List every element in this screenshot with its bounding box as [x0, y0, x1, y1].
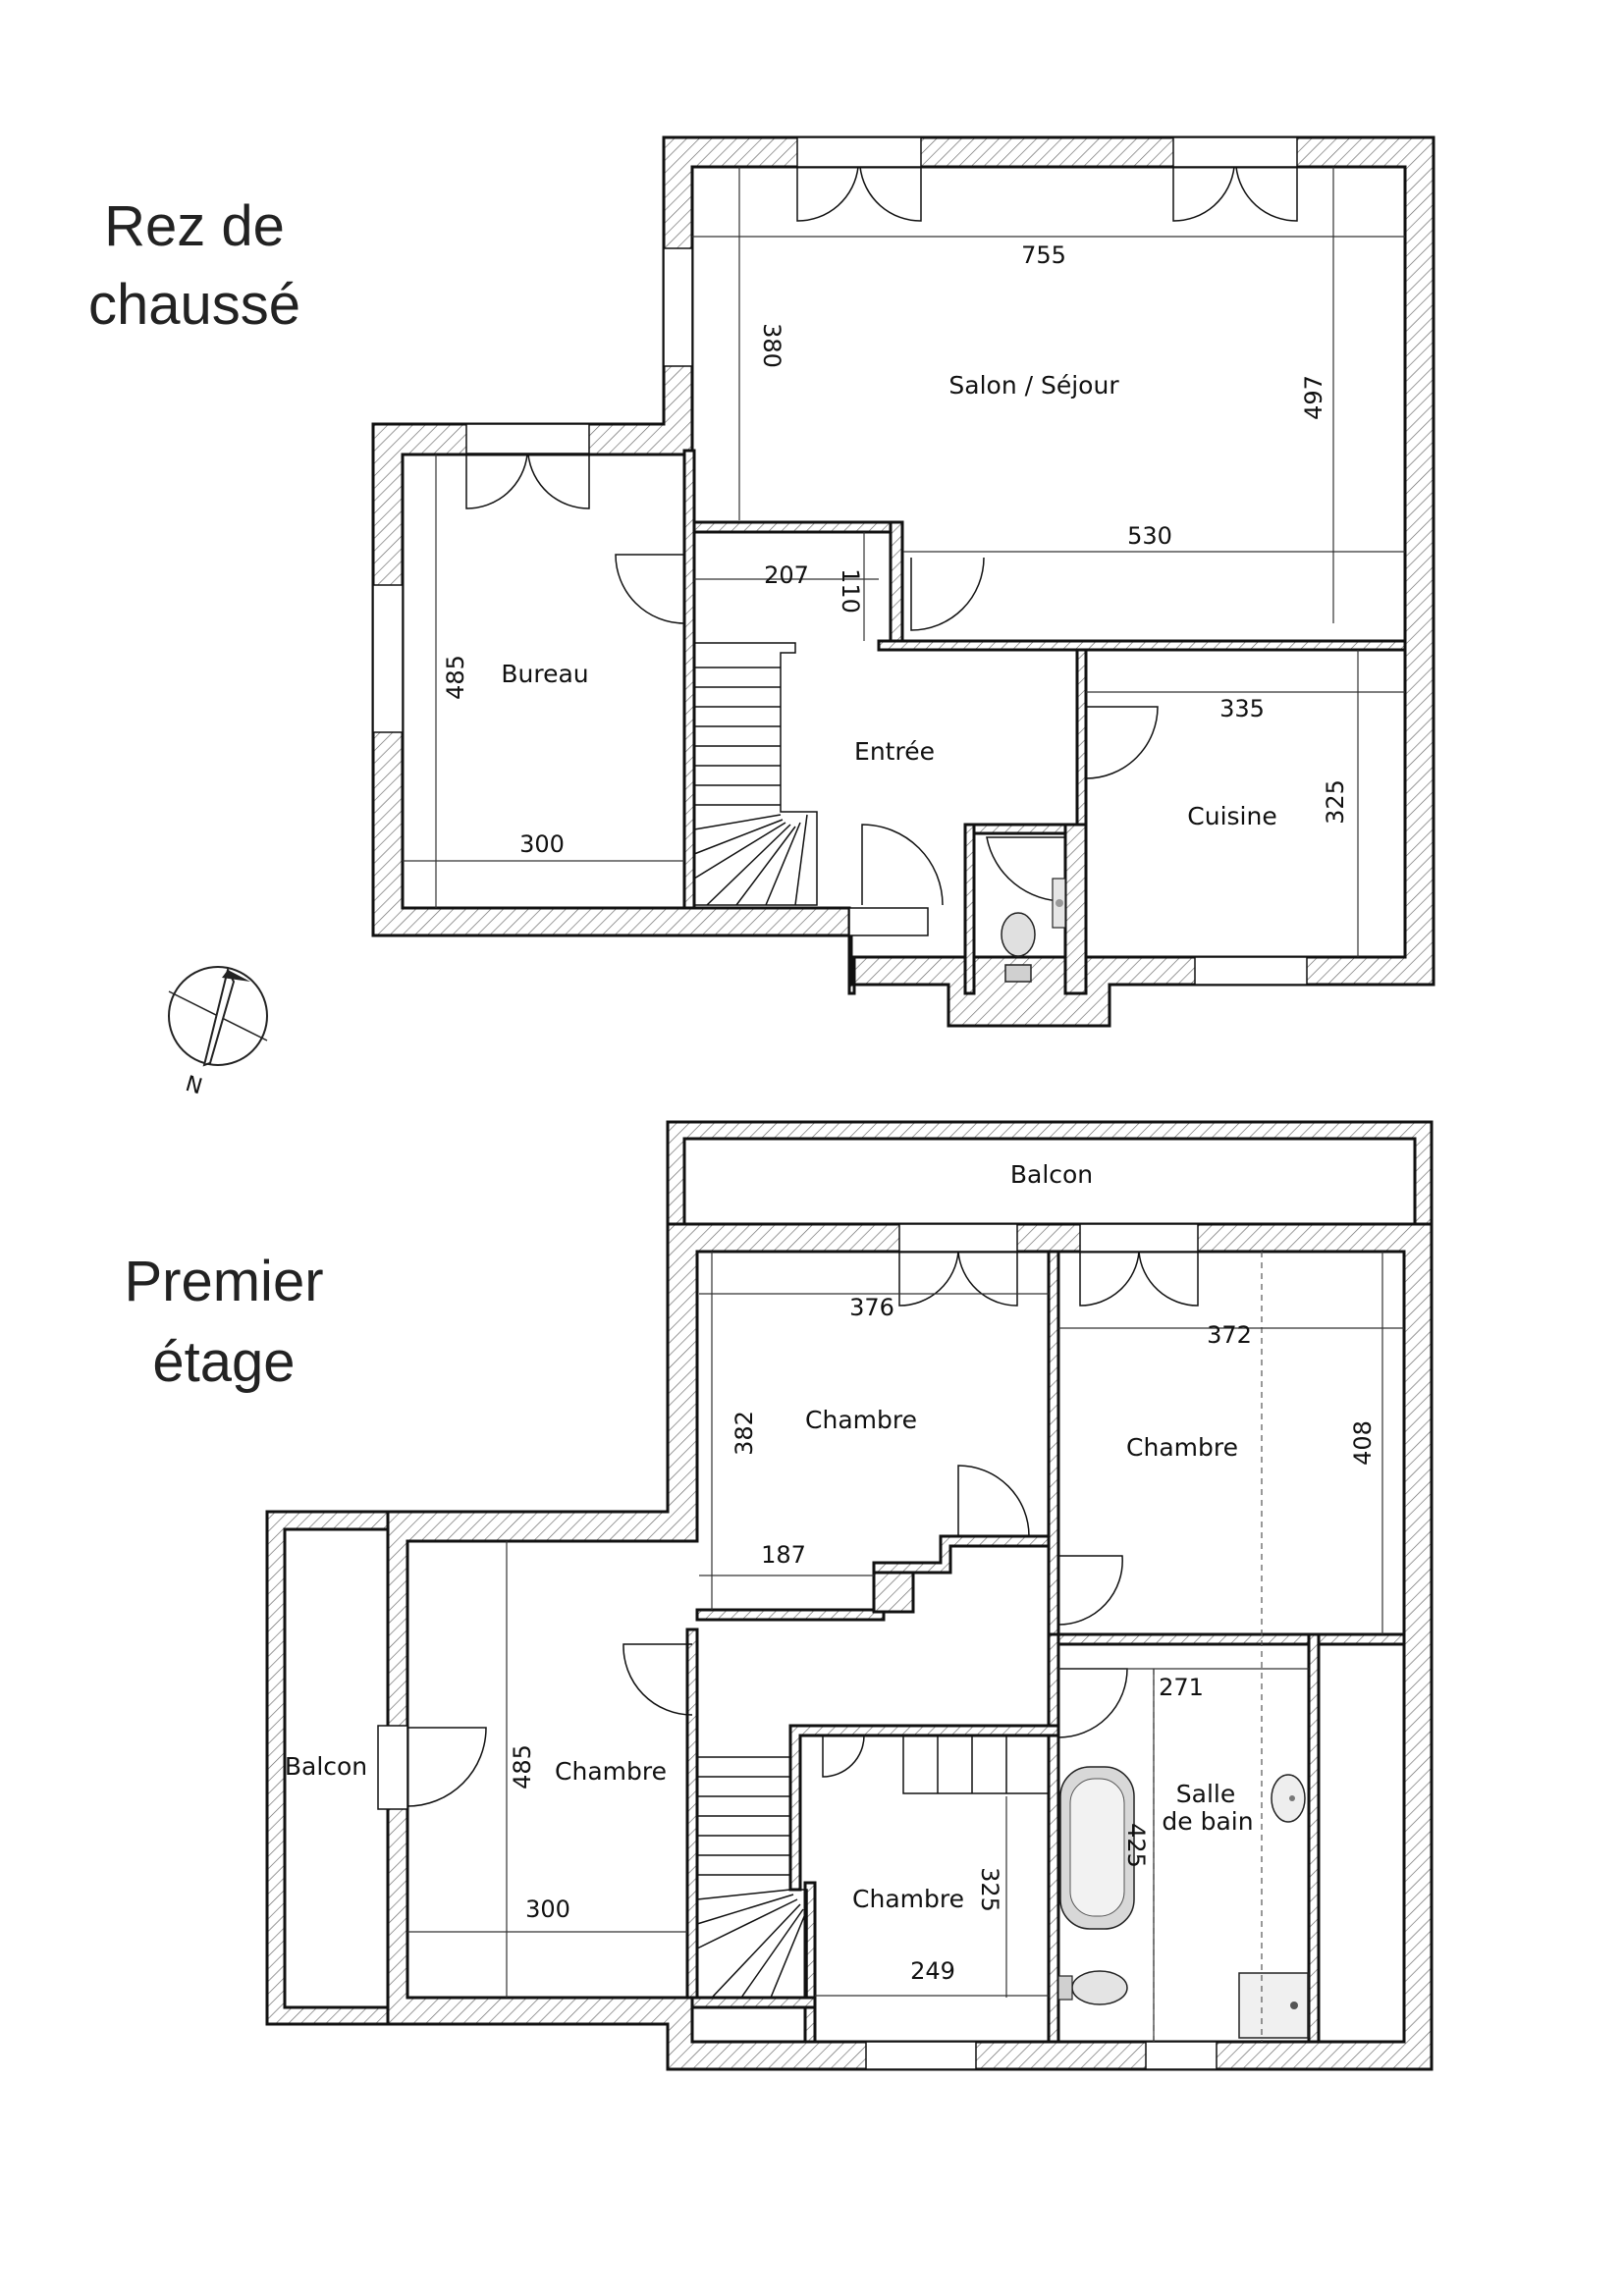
ground-exterior-wall — [371, 135, 1435, 1028]
first-floor-plan: Balcon Balcon Chambre Chambre Chambre Ch… — [265, 1120, 1434, 2071]
dim-cuisine-height: 325 — [1322, 779, 1349, 825]
left-balcony-rail — [265, 1510, 390, 2026]
ground-staircase — [693, 642, 818, 906]
dim-ch1-width: 376 — [849, 1294, 894, 1321]
first-door — [1057, 1668, 1128, 1738]
first-exterior-wall — [386, 1222, 1434, 2071]
first-floor-title-line2: étage — [152, 1330, 295, 1394]
first-interior-wall — [1047, 1632, 1060, 2044]
north-arrow-icon: N — [168, 966, 268, 1097]
first-french-door — [898, 1251, 1018, 1307]
first-interior-wall — [1307, 1632, 1321, 2044]
dim-ch1-bottom: 187 — [761, 1541, 806, 1569]
shower-icon — [1238, 1972, 1309, 2039]
ground-door — [910, 557, 985, 631]
first-window — [1145, 2041, 1218, 2070]
room-label-chambre-1: Chambre — [805, 1406, 917, 1434]
ground-window — [796, 136, 922, 168]
room-label-chambre-3: Chambre — [555, 1757, 667, 1786]
room-label-balcon-top: Balcon — [1010, 1160, 1093, 1189]
first-door — [623, 1643, 693, 1716]
first-floor-title-line1: Premier — [124, 1250, 323, 1313]
dim-bureau-width: 300 — [519, 830, 565, 858]
ground-interior-wall — [889, 520, 904, 650]
ground-window — [1194, 956, 1308, 986]
dim-salon-right: 497 — [1300, 375, 1327, 420]
ground-floor-title-line2: chaussé — [88, 273, 300, 337]
first-door — [1057, 1555, 1123, 1626]
room-label-sdb-line1: Salle — [1176, 1780, 1235, 1808]
ground-interior-wall — [963, 823, 976, 995]
first-interior-wall — [872, 1571, 915, 1614]
first-window — [898, 1223, 1018, 1253]
ground-window — [372, 584, 404, 733]
ground-french-door — [1172, 166, 1298, 222]
first-door — [822, 1735, 865, 1778]
dim-sdb-width: 271 — [1159, 1674, 1204, 1701]
dim-salon-bottom: 530 — [1127, 522, 1172, 550]
ground-door — [861, 824, 944, 906]
dim-bureau-height: 485 — [442, 655, 469, 700]
first-interior-wall — [1047, 1250, 1060, 1636]
ground-floor-plan: Salon / Séjour Bureau Entrée Cuisine 755… — [371, 135, 1435, 1028]
room-label-sdb-line2: de bain — [1162, 1807, 1253, 1836]
compass-north-letter: N — [184, 1069, 206, 1097]
first-door — [957, 1465, 1030, 1537]
ground-interior-wall — [877, 639, 1407, 652]
dim-ch3-width: 300 — [525, 1896, 570, 1923]
first-window — [865, 2041, 977, 2070]
ground-interior-wall — [682, 520, 902, 534]
ground-window — [465, 423, 590, 454]
ground-door — [615, 554, 685, 624]
dim-ch3-height: 485 — [509, 1744, 536, 1789]
ground-interior-wall — [1063, 823, 1088, 995]
first-interior-wall — [690, 1996, 817, 2009]
ground-window — [663, 247, 693, 367]
first-staircase — [696, 1735, 1049, 1999]
first-door — [406, 1727, 487, 1807]
dim-ch4-width: 249 — [910, 1957, 955, 1985]
dim-hall-width: 207 — [764, 561, 809, 589]
dim-hall-depth: 110 — [837, 568, 864, 614]
dim-salon-left: 380 — [758, 323, 785, 368]
ground-door — [986, 836, 1066, 902]
room-label-cuisine: Cuisine — [1187, 802, 1276, 830]
room-label-balcon-left: Balcon — [285, 1752, 367, 1781]
room-label-bureau: Bureau — [501, 660, 588, 688]
ground-window — [848, 907, 929, 936]
ground-french-door — [465, 454, 590, 509]
dim-sdb-height: 425 — [1122, 1823, 1150, 1868]
bathroom-toilet-icon — [1057, 1970, 1128, 2005]
first-interior-wall — [695, 1534, 1051, 1622]
first-interior-wall — [803, 1881, 817, 2044]
first-interior-wall — [788, 1724, 1060, 1892]
room-label-entree: Entrée — [854, 737, 935, 766]
ground-door — [1085, 706, 1159, 779]
room-label-chambre-4: Chambre — [852, 1885, 964, 1913]
wc-toilet-icon — [1001, 912, 1036, 983]
first-window — [1079, 1223, 1199, 1253]
first-french-door — [1079, 1251, 1199, 1307]
bathtub-icon — [1059, 1766, 1135, 1930]
left-balcony-door-frame — [377, 1725, 408, 1810]
bathroom-sink-icon — [1271, 1774, 1306, 1823]
room-label-chambre-2: Chambre — [1126, 1433, 1238, 1462]
dim-ch2-width: 372 — [1207, 1321, 1252, 1349]
wc-sink-icon — [1052, 878, 1066, 929]
ground-floor-title-line1: Rez de — [104, 194, 285, 258]
ground-interior-wall — [682, 449, 696, 910]
room-label-salon: Salon / Séjour — [948, 371, 1119, 400]
dim-ch4-height: 325 — [976, 1867, 1003, 1912]
first-interior-wall — [685, 1628, 699, 2000]
dim-cuisine-width: 335 — [1219, 695, 1265, 722]
dim-ch1-height: 382 — [731, 1411, 758, 1456]
dim-ch2-height: 408 — [1349, 1420, 1377, 1466]
ground-french-door — [796, 166, 922, 222]
ground-window — [1172, 136, 1298, 168]
first-interior-wall — [1047, 1632, 1406, 1646]
dim-salon-width: 755 — [1021, 241, 1066, 269]
